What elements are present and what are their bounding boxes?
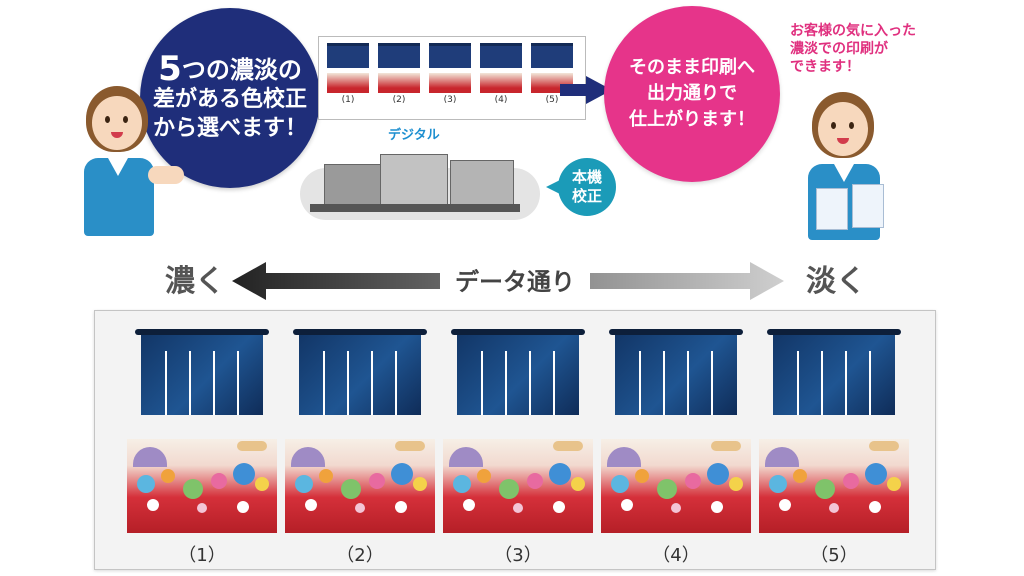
thumbnail-5: (5) xyxy=(531,43,573,105)
floral-pattern-image xyxy=(601,439,751,533)
as-data-label: データ通り xyxy=(440,260,590,298)
arrow-to-print-body xyxy=(560,84,588,96)
proof-sheets-held-2 xyxy=(852,184,884,228)
right-bubble-line1: そのまま印刷へ xyxy=(629,57,755,78)
noren-curtain-image xyxy=(293,329,427,415)
sample-label: （1） xyxy=(178,545,226,566)
left-bubble-line2: 差がある色校正 xyxy=(152,86,307,112)
proof-sample-4: （4） xyxy=(601,329,751,566)
digital-label: デジタル xyxy=(388,128,440,143)
proof-samples-panel: （1） （2） xyxy=(94,310,936,570)
digital-proof-thumbnails: (1) (2) (3) (4) (5) xyxy=(318,36,586,120)
floral-pattern-image xyxy=(127,439,277,533)
noren-curtain-image xyxy=(135,329,269,415)
right-bubble-line2: 出力通りで xyxy=(647,83,737,104)
sample-label: （4） xyxy=(652,545,700,566)
proof-sheets-held xyxy=(816,188,848,230)
proof-sample-2: （2） xyxy=(285,329,435,566)
customer-note: お客様の気に入った 濃淡での印刷が できます！ xyxy=(790,23,916,75)
thumbnail-2: (2) xyxy=(378,43,420,105)
left-presenter-hand xyxy=(148,166,184,184)
proof-sample-3: （3） xyxy=(443,329,593,566)
proof-sample-1: （1） xyxy=(127,329,277,566)
press-proof-badge: 本機 校正 xyxy=(558,158,616,216)
thumbnail-3: (3) xyxy=(429,43,471,105)
thumbnail-1: (1) xyxy=(327,43,369,105)
press-badge-tail xyxy=(546,180,560,194)
right-bubble-line3: 仕上がります！ xyxy=(629,109,755,130)
right-presenter-illustration xyxy=(800,92,910,240)
left-presenter-illustration xyxy=(78,86,188,236)
noren-curtain-image xyxy=(451,329,585,415)
printing-press-illustration xyxy=(300,148,540,220)
floral-pattern-image xyxy=(443,439,593,533)
noren-curtain-image xyxy=(609,329,743,415)
left-bubble-line3: から選べます！ xyxy=(152,115,307,141)
floral-pattern-image xyxy=(759,439,909,533)
sample-label: （2） xyxy=(336,545,384,566)
lighter-label: 淡く xyxy=(806,264,866,299)
left-bubble-line1: 5つの濃淡の xyxy=(158,48,302,89)
sample-label: （5） xyxy=(810,545,858,566)
noren-curtain-image xyxy=(767,329,901,415)
darker-label: 濃く xyxy=(165,264,225,299)
floral-pattern-image xyxy=(285,439,435,533)
sample-label: （3） xyxy=(494,545,542,566)
left-speech-bubble: 5つの濃淡の 差がある色校正 から選べます！ xyxy=(140,8,320,188)
proof-sample-5: （5） xyxy=(759,329,909,566)
thumbnail-4: (4) xyxy=(480,43,522,105)
right-speech-bubble: そのまま印刷へ 出力通りで 仕上がります！ xyxy=(604,6,780,182)
